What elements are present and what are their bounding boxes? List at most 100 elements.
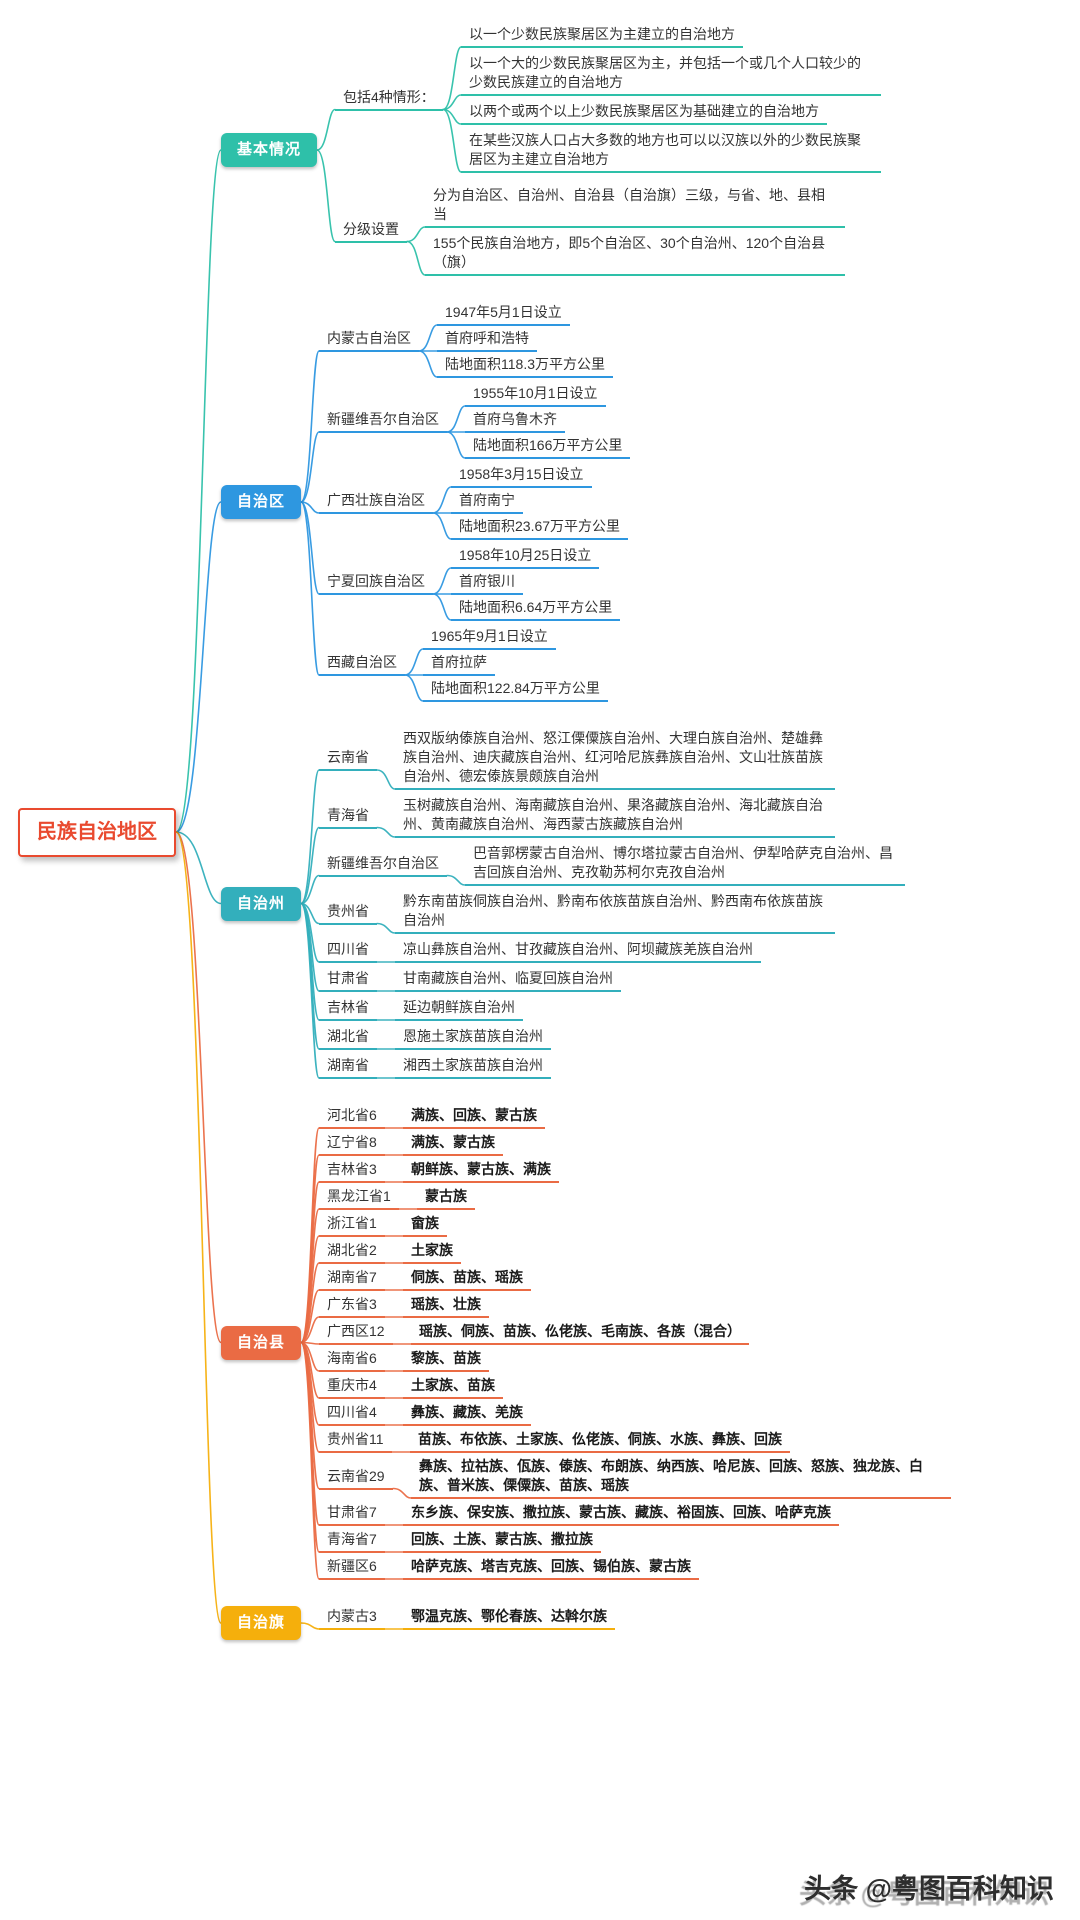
topic-node[interactable]: 广东省3 <box>319 1294 385 1318</box>
topic-node[interactable]: 湖南省7 <box>319 1267 385 1291</box>
topic-node[interactable]: 陆地面积6.64万平方公里 <box>451 597 621 621</box>
topic-node[interactable]: 吉林省 <box>319 997 377 1021</box>
topic-node[interactable]: 新疆维吾尔自治区 <box>319 853 447 877</box>
connector <box>300 1341 320 1580</box>
topic-node[interactable]: 以两个或两个以上少数民族聚居区为基础建立的自治地方 <box>461 101 827 125</box>
topic-node[interactable]: 四川省4 <box>319 1402 385 1426</box>
topic-node[interactable]: 鄂温克族、鄂伦春族、达斡尔族 <box>403 1606 615 1630</box>
topic-node[interactable]: 畲族 <box>403 1213 447 1237</box>
topic-node[interactable]: 西藏自治区 <box>319 652 405 676</box>
topic-node[interactable]: 彝族、藏族、羌族 <box>403 1402 531 1426</box>
topic-node[interactable]: 陆地面积118.3万平方公里 <box>437 354 613 378</box>
topic-node[interactable]: 湖北省2 <box>319 1240 385 1264</box>
topic-node[interactable]: 四川省 <box>319 939 377 963</box>
topic-node[interactable]: 1955年10月1日设立 <box>465 383 606 407</box>
watermark-text: 头条 @粤图百科知识 <box>804 1874 1054 1904</box>
branch-node-autonomous-counties[interactable]: 自治县 <box>221 1326 302 1361</box>
topic-node[interactable]: 陆地面积23.67万平方公里 <box>451 516 629 540</box>
connector <box>300 902 320 1079</box>
topic-node[interactable]: 首府乌鲁木齐 <box>465 409 565 433</box>
connector <box>300 1622 320 1630</box>
topic-node[interactable]: 1958年3月15日设立 <box>451 464 592 488</box>
topic-node[interactable]: 土家族 <box>403 1240 461 1264</box>
branch-node-autonomous-regions[interactable]: 自治区 <box>221 485 302 520</box>
topic-node[interactable]: 甘肃省7 <box>319 1502 385 1526</box>
topic-node[interactable]: 以一个少数民族聚居区为主建立的自治地方 <box>461 24 743 48</box>
topic-node[interactable]: 首府银川 <box>451 571 523 595</box>
topic-node[interactable]: 甘肃省 <box>319 968 377 992</box>
connector <box>316 149 336 243</box>
connector <box>432 512 452 540</box>
topic-node[interactable]: 满族、蒙古族 <box>403 1132 503 1156</box>
topic-node[interactable]: 首府拉萨 <box>423 652 495 676</box>
topic-node[interactable]: 首府呼和浩特 <box>437 328 537 352</box>
topic-node[interactable]: 甘南藏族自治州、临夏回族自治州 <box>395 968 621 992</box>
topic-node[interactable]: 黑龙江省1 <box>319 1186 399 1210</box>
topic-node[interactable]: 哈萨克族、塔吉克族、回族、锡伯族、蒙古族 <box>403 1556 699 1580</box>
topic-node[interactable]: 瑶族、侗族、苗族、仫佬族、毛南族、各族（混合） <box>411 1321 749 1345</box>
topic-node[interactable]: 首府南宁 <box>451 490 523 514</box>
topic-node[interactable]: 1958年10月25日设立 <box>451 545 600 569</box>
topic-node[interactable]: 宁夏回族自治区 <box>319 571 433 595</box>
topic-node[interactable]: 青海省 <box>319 805 377 829</box>
connector <box>175 831 222 1624</box>
topic-node[interactable]: 黔东南苗族侗族自治州、黔南布依族苗族自治州、黔西南布依族苗族自治州 <box>395 891 835 934</box>
topic-node[interactable]: 侗族、苗族、瑶族 <box>403 1267 531 1291</box>
topic-node[interactable]: 广西壮族自治区 <box>319 490 433 514</box>
topic-node[interactable]: 内蒙古3 <box>319 1606 385 1630</box>
topic-node[interactable]: 瑶族、壮族 <box>403 1294 489 1318</box>
topic-node[interactable]: 1947年5月1日设立 <box>437 302 570 326</box>
topic-node[interactable]: 155个民族自治地方，即5个自治区、30个自治州、120个自治县（旗） <box>425 233 845 276</box>
topic-node[interactable]: 满族、回族、蒙古族 <box>403 1105 545 1129</box>
topic-node[interactable]: 延边朝鲜族自治州 <box>395 997 523 1021</box>
topic-node[interactable]: 陆地面积122.84万平方公里 <box>423 678 608 702</box>
branch-node-autonomous-prefectures[interactable]: 自治州 <box>221 887 302 922</box>
connector <box>300 501 320 676</box>
topic-node[interactable]: 1965年9月1日设立 <box>423 626 556 650</box>
topic-node[interactable]: 彝族、拉祜族、佤族、傣族、布朗族、纳西族、哈尼族、回族、怒族、独龙族、白族、普米… <box>411 1456 951 1499</box>
topic-node[interactable]: 辽宁省8 <box>319 1132 385 1156</box>
topic-node[interactable]: 云南省29 <box>319 1466 393 1490</box>
topic-node[interactable]: 凉山彝族自治州、甘孜藏族自治州、阿坝藏族羌族自治州 <box>395 939 761 963</box>
topic-node[interactable]: 青海省7 <box>319 1529 385 1553</box>
topic-node[interactable]: 西双版纳傣族自治州、怒江傈僳族自治州、大理白族自治州、楚雄彝族自治州、迪庆藏族自… <box>395 728 835 790</box>
topic-node[interactable]: 新疆维吾尔自治区 <box>319 409 447 433</box>
topic-node[interactable]: 包括4种情形： <box>335 87 443 111</box>
topic-node[interactable]: 分为自治区、自治州、自治县（自治旗）三级，与省、地、县相当 <box>425 185 845 228</box>
topic-node[interactable]: 贵州省 <box>319 901 377 925</box>
topic-node[interactable]: 东乡族、保安族、撒拉族、蒙古族、藏族、裕固族、回族、哈萨克族 <box>403 1502 839 1526</box>
connector <box>300 431 320 503</box>
topic-node[interactable]: 河北省6 <box>319 1105 385 1129</box>
topic-node[interactable]: 以一个大的少数民族聚居区为主，并包括一个或几个人口较少的少数民族建立的自治地方 <box>461 53 881 96</box>
topic-node[interactable]: 分级设置 <box>335 219 407 243</box>
topic-node[interactable]: 浙江省1 <box>319 1213 385 1237</box>
topic-node[interactable]: 吉林省3 <box>319 1159 385 1183</box>
topic-node[interactable]: 贵州省11 <box>319 1429 392 1453</box>
topic-node[interactable]: 朝鲜族、蒙古族、满族 <box>403 1159 559 1183</box>
topic-node[interactable]: 土家族、苗族 <box>403 1375 503 1399</box>
topic-node[interactable]: 海南省6 <box>319 1348 385 1372</box>
topic-node[interactable]: 广西区12 <box>319 1321 393 1345</box>
topic-node[interactable]: 黎族、苗族 <box>403 1348 489 1372</box>
topic-node[interactable]: 内蒙古自治区 <box>319 328 419 352</box>
topic-node[interactable]: 巴音郭楞蒙古自治州、博尔塔拉蒙古自治州、伊犁哈萨克自治州、昌吉回族自治州、克孜勒… <box>465 843 905 886</box>
topic-node[interactable]: 湖北省 <box>319 1026 377 1050</box>
connector <box>175 831 222 905</box>
topic-node[interactable]: 陆地面积166万平方公里 <box>465 435 631 459</box>
topic-node[interactable]: 新疆区6 <box>319 1556 385 1580</box>
topic-node[interactable]: 苗族、布依族、土家族、仫佬族、侗族、水族、彝族、回族 <box>410 1429 790 1453</box>
topic-node[interactable]: 湖南省 <box>319 1055 377 1079</box>
topic-node[interactable]: 恩施土家族苗族自治州 <box>395 1026 551 1050</box>
topic-node[interactable]: 回族、土族、蒙古族、撒拉族 <box>403 1529 601 1553</box>
topic-node[interactable]: 玉树藏族自治州、海南藏族自治州、果洛藏族自治州、海北藏族自治州、黄南藏族自治州、… <box>395 795 835 838</box>
root-node[interactable]: 民族自治地区 <box>18 808 176 857</box>
topic-node[interactable]: 在某些汉族人口占大多数的地方也可以以汉族以外的少数民族聚居区为主建立自治地方 <box>461 130 881 173</box>
topic-node[interactable]: 重庆市4 <box>319 1375 385 1399</box>
topic-node[interactable]: 蒙古族 <box>417 1186 475 1210</box>
topic-node[interactable]: 湘西土家族苗族自治州 <box>395 1055 551 1079</box>
branch-node-basic-info[interactable]: 基本情况 <box>221 133 318 168</box>
topic-node[interactable]: 云南省 <box>319 747 377 771</box>
branch-node-autonomous-banners[interactable]: 自治旗 <box>221 1606 302 1641</box>
